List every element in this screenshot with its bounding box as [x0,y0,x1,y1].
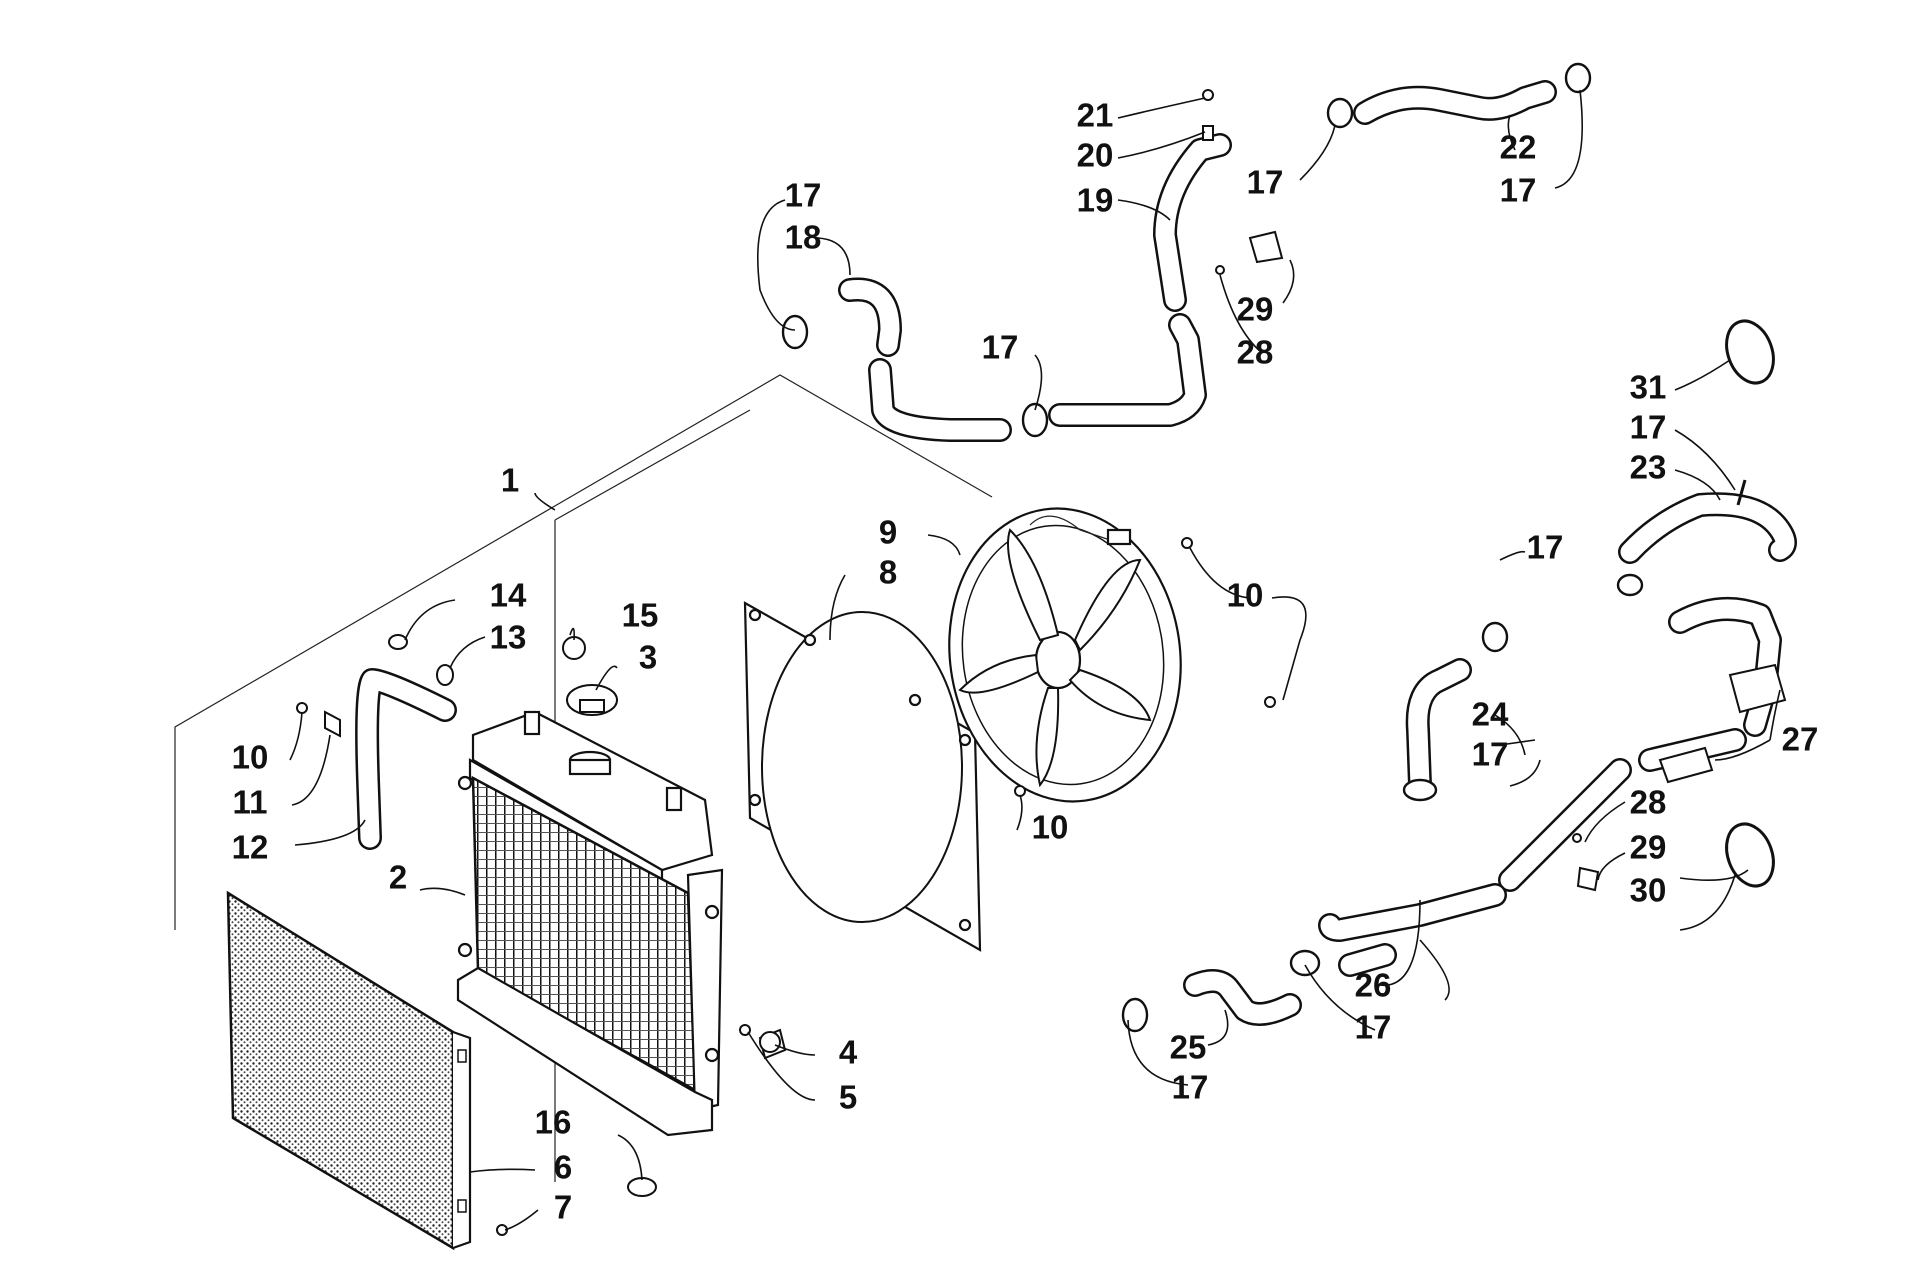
callout-17-right-upper: 17 [1630,409,1667,446]
hose-12 [355,668,457,850]
cooling-fan [948,507,1182,803]
callout-11: 11 [233,784,268,821]
hose-25 [1183,969,1302,1026]
callout-19: 19 [1077,182,1114,219]
callout-23: 23 [1630,449,1667,486]
callout-29-top: 29 [1237,291,1274,328]
hose-clamps [781,62,1644,1033]
callout-17-top-right: 17 [1500,172,1537,209]
callout-21: 21 [1077,97,1114,134]
callout-17-mid-top: 17 [982,329,1019,366]
callout-22: 22 [1500,129,1537,166]
hose-18 [838,277,1012,442]
callout-3: 3 [639,639,657,676]
callout-17-bottom-right: 17 [1355,1009,1392,1046]
small-parts [296,89,1787,1236]
callout-2: 2 [389,859,407,896]
callout-28-right: 28 [1630,784,1667,821]
leader-lines [289,89,1781,1231]
hose-19 [1048,133,1232,427]
callout-25: 25 [1170,1029,1207,1066]
callout-17-right-mid: 17 [1527,529,1564,566]
callout-1: 1 [501,462,519,499]
callout-17-bottom: 17 [1172,1069,1209,1106]
callout-5: 5 [839,1079,857,1116]
callout-29-right: 29 [1630,829,1667,866]
hose-upper-right [1638,596,1782,772]
callout-16: 16 [535,1104,572,1141]
hose-23 [1618,492,1797,564]
callout-labels: 1 2 3 4 5 6 7 8 9 10 10 10 11 12 13 14 1… [232,97,1819,1226]
callout-27: 27 [1782,721,1819,758]
callout-10-shroud: 10 [1032,809,1069,846]
callout-15: 15 [622,597,659,634]
callout-4: 4 [839,1034,858,1071]
callout-26: 26 [1355,967,1392,1004]
callout-17-top-center: 17 [1247,164,1284,201]
callout-28-top: 28 [1237,334,1274,371]
callout-12: 12 [232,829,269,866]
callout-14: 14 [490,577,527,614]
callout-8: 8 [879,554,897,591]
callout-13: 13 [490,619,527,656]
callout-6: 6 [554,1149,572,1186]
callout-20: 20 [1077,137,1114,174]
fan-shroud [743,601,982,952]
hose-26 [1318,758,1632,977]
callout-7: 7 [554,1189,572,1226]
callout-30: 30 [1630,872,1667,909]
radiator [456,710,724,1137]
callout-24: 24 [1472,696,1509,733]
callout-10-fan: 10 [1227,577,1264,614]
callout-9: 9 [879,514,897,551]
hose-24 [1405,658,1472,797]
callout-17-right-lower: 17 [1472,736,1509,773]
callout-18: 18 [785,219,822,256]
radiator-screen [226,890,472,1251]
hose-22 [1353,80,1557,125]
callout-10-left: 10 [232,739,269,776]
callout-17-top-left: 17 [785,177,822,214]
callout-31: 31 [1630,369,1667,406]
